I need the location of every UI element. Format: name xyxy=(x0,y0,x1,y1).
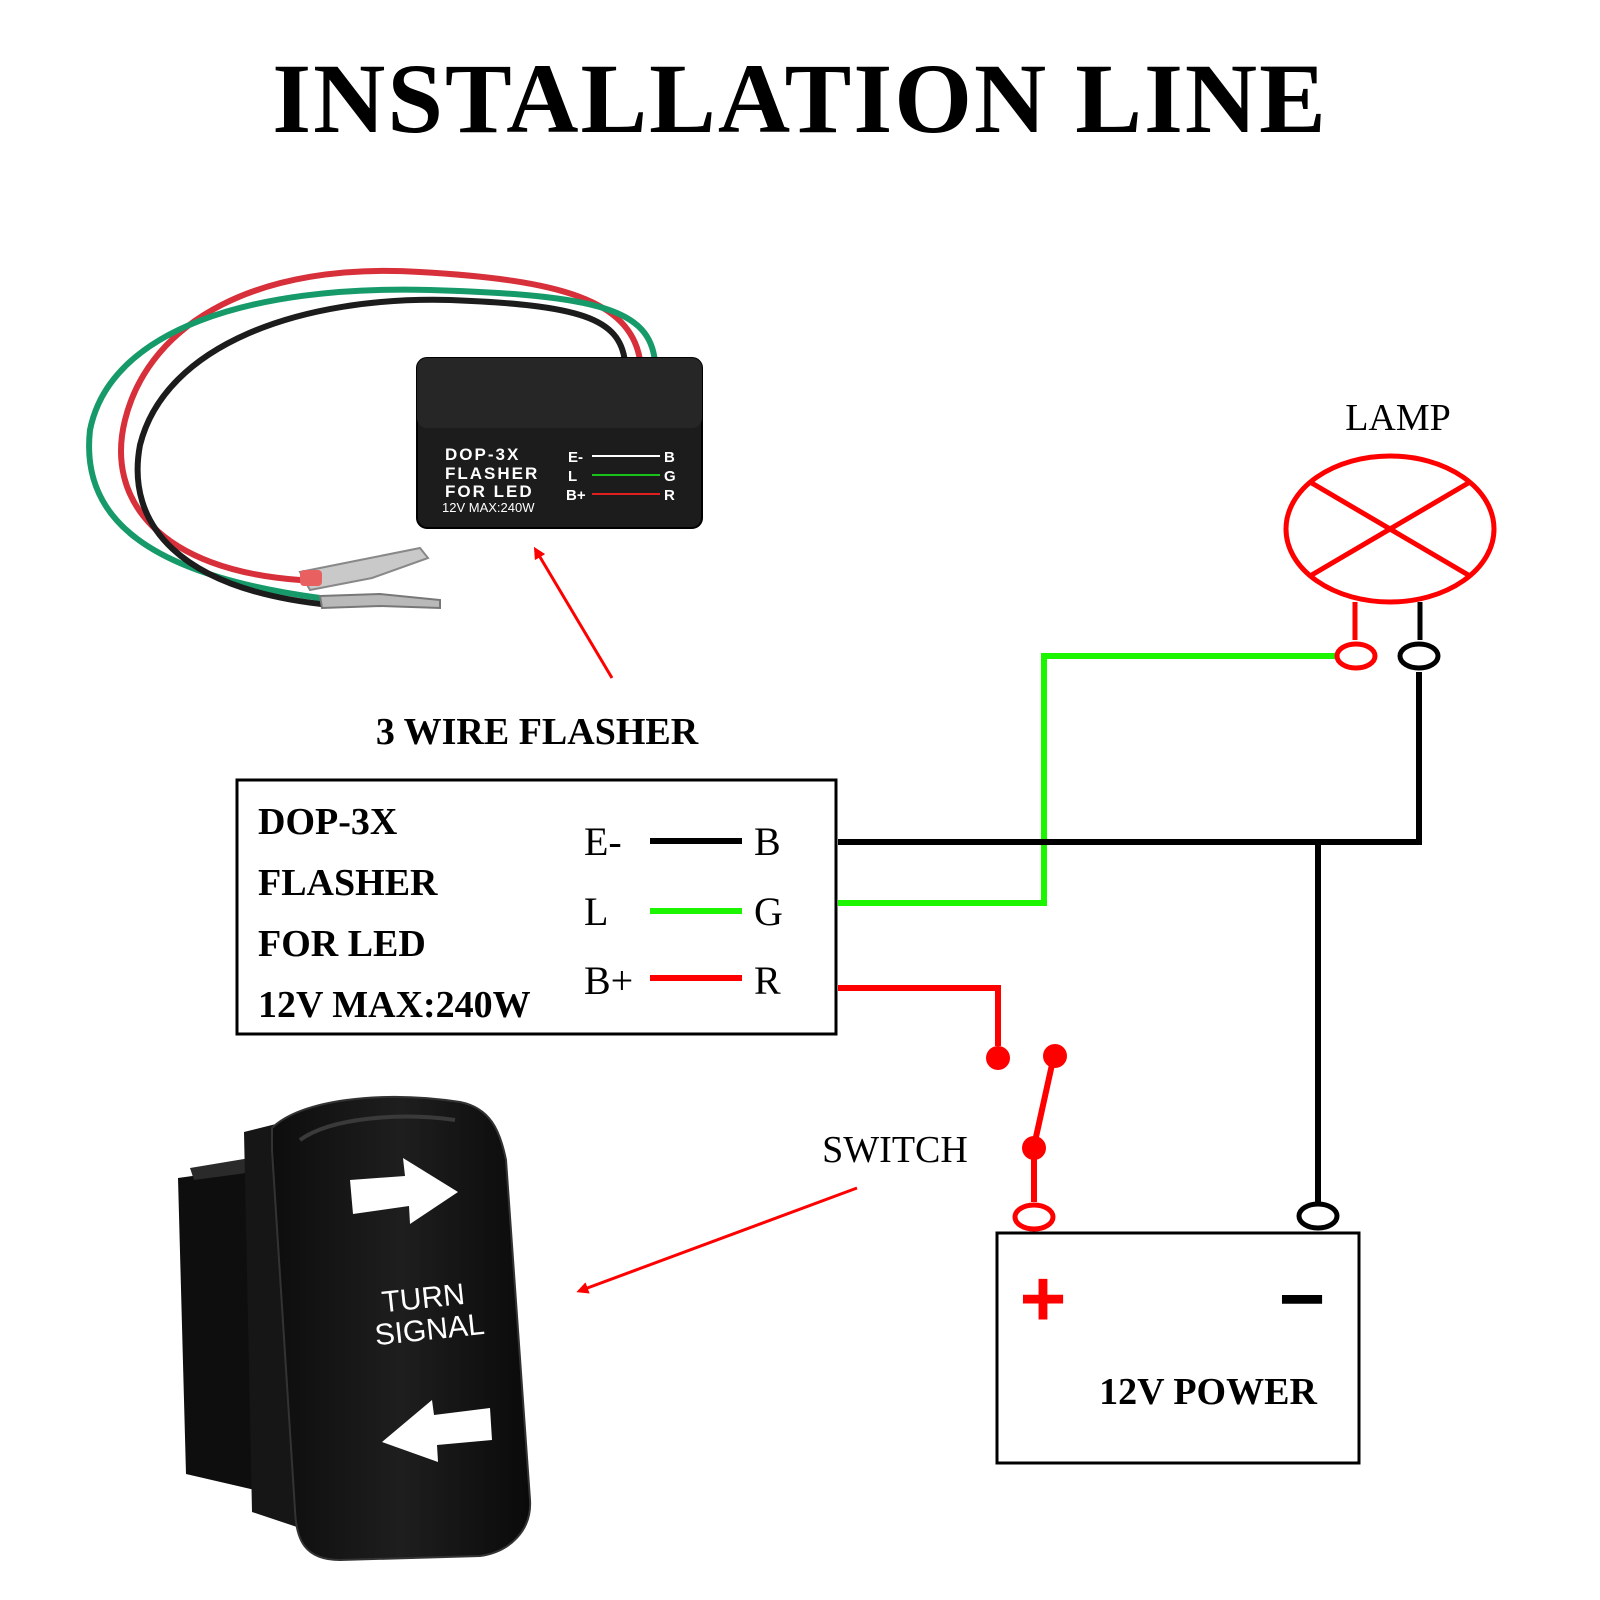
switch-pointer-arrow xyxy=(576,1186,858,1294)
wire-code-b: B xyxy=(754,819,781,864)
wire-green xyxy=(838,653,1338,906)
flasher-photo-line-4: 12V MAX:240W xyxy=(442,500,535,515)
plus-sign: + xyxy=(1020,1254,1067,1343)
rocker-switch-photo: TURN SIGNAL xyxy=(178,1096,532,1562)
arrow-left-icon xyxy=(382,1400,492,1462)
flasher-wires xyxy=(86,268,658,608)
flasher-caption: 3 WIRE FLASHER xyxy=(376,711,699,753)
minus-sign: − xyxy=(1279,1254,1326,1343)
flasher-photo: DOP-3X FLASHER FOR LED 12V MAX:240W E- L… xyxy=(86,268,703,610)
lamp-terminal-black xyxy=(1397,641,1441,671)
wire-code-r: R xyxy=(754,958,781,1003)
flasher-photo-wire-g: G xyxy=(664,468,676,485)
battery-box xyxy=(995,1231,1361,1465)
flasher-box-line-4: 12V MAX:240W xyxy=(258,984,531,1026)
flasher-photo-line-2: FLASHER xyxy=(445,464,539,483)
flasher-photo-pin-b: B+ xyxy=(566,487,586,504)
flasher-box-line-1: DOP-3X xyxy=(258,801,397,843)
flasher-photo-pin-e: E- xyxy=(568,449,583,466)
flasher-photo-line-3: FOR LED xyxy=(445,482,534,501)
flasher-box-line-3: FOR LED xyxy=(258,923,426,965)
battery-terminal-black xyxy=(1296,1201,1340,1231)
switch-label: SWITCH xyxy=(822,1129,968,1171)
page-title: INSTALLATION LINE xyxy=(272,43,1328,154)
flasher-box xyxy=(235,778,838,1036)
lamp-symbol xyxy=(1283,453,1497,640)
flasher-photo-pin-l: L xyxy=(568,468,577,485)
lamp-label: LAMP xyxy=(1345,397,1451,439)
pin-b-plus: B+ xyxy=(584,958,633,1003)
wire-terminals xyxy=(298,546,441,610)
wire-red-flasher xyxy=(838,985,1001,1046)
flasher-pointer-arrow xyxy=(533,546,614,679)
pin-e-minus: E- xyxy=(584,819,622,864)
switch-symbol xyxy=(986,1044,1067,1232)
wire-black-lamp xyxy=(838,672,1422,845)
wire-code-g: G xyxy=(754,889,783,934)
flasher-photo-wire-r: R xyxy=(664,487,675,504)
arrow-right-icon xyxy=(350,1158,458,1224)
flasher-photo-line-1: DOP-3X xyxy=(445,445,520,464)
pin-l: L xyxy=(584,889,608,934)
lamp-terminal-red xyxy=(1334,641,1378,671)
flasher-photo-wire-b: B xyxy=(664,449,675,466)
flasher-box-line-2: FLASHER xyxy=(258,862,438,904)
power-label: 12V POWER xyxy=(1099,1371,1317,1413)
